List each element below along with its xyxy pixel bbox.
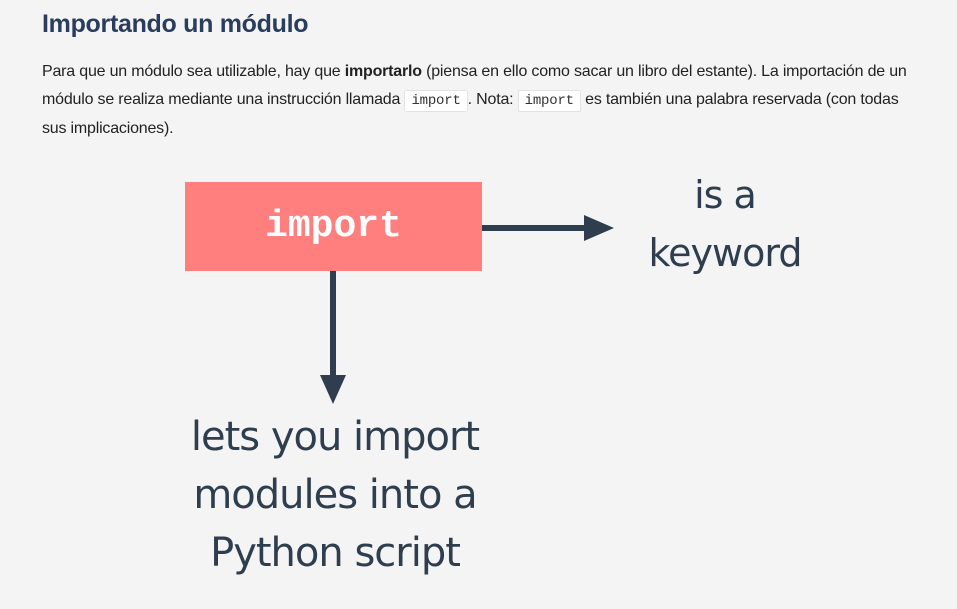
description-label: lets you import modules into a Python sc… <box>160 408 510 582</box>
para-text: es también una palabra reservada (con to… <box>42 91 899 137</box>
import-box: import <box>185 182 482 271</box>
description-line: modules into a <box>193 472 477 518</box>
right-arrow-icon <box>482 215 614 241</box>
keyword-line: is a <box>694 173 757 217</box>
inline-code: import <box>517 90 581 112</box>
section-title: Importando un módulo <box>42 10 309 38</box>
down-arrow-icon <box>320 271 346 404</box>
keyword-line: keyword <box>648 231 803 275</box>
para-text: Para que un módulo sea utilizable, hay q… <box>42 63 345 80</box>
para-text: . Nota: <box>467 91 518 108</box>
keyword-label: is a keyword <box>620 166 830 282</box>
para-text: (piensa en ello como sacar un libro del … <box>42 63 907 108</box>
para-bold: importarlo <box>344 63 422 80</box>
description-line: lets you import <box>190 414 480 460</box>
intro-paragraph: Para que un módulo sea utilizable, hay q… <box>42 58 922 143</box>
description-line: Python script <box>210 530 461 576</box>
inline-code: import <box>404 90 468 112</box>
import-box-label: import <box>265 205 402 248</box>
